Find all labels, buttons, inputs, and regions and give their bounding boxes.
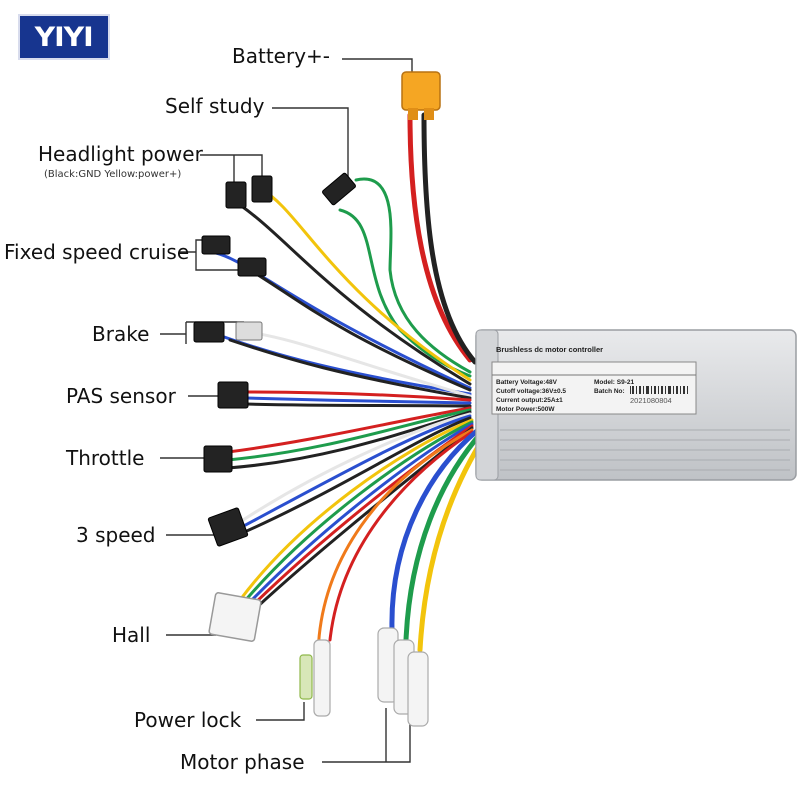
wire-pas-red	[244, 390, 472, 402]
controller-text: Brushless dc motor controller Battery Vo…	[496, 345, 688, 413]
wire-throttle-green	[226, 408, 472, 462]
wire-phase-blue	[389, 427, 481, 633]
label-motor-phase: Motor phase	[180, 750, 305, 774]
wire-self-study-green	[354, 177, 472, 374]
wire-3speed-white	[238, 412, 472, 524]
wire-battery-black	[421, 112, 478, 365]
wire-hall-green	[242, 420, 474, 604]
battery-connector	[401, 71, 441, 120]
leader-battery	[342, 58, 413, 72]
controller-batch-number: 2021080804	[630, 396, 672, 405]
wire-cruise-black	[248, 268, 472, 392]
controller-current-output: Current output:25A±1	[496, 397, 563, 404]
connector-3speed	[207, 507, 249, 547]
connector-headlight-black	[225, 181, 247, 209]
wire-hall-black	[254, 426, 474, 610]
connector-brake-a	[193, 321, 225, 343]
hall-connector	[208, 592, 262, 642]
controller-motor-power: Motor Power:500W	[496, 406, 555, 413]
connectors	[193, 172, 356, 547]
label-self-study: Self study	[165, 94, 265, 118]
brand-logo-text: YIYI	[35, 21, 94, 53]
label-battery: Battery+-	[232, 44, 330, 68]
wire-throttle-black	[226, 410, 472, 470]
connector-cruise-b	[237, 257, 267, 277]
label-brake: Brake	[92, 322, 150, 346]
wire-pas-blue	[244, 396, 472, 405]
label-headlight: Headlight power	[38, 142, 203, 166]
connector-self-study	[322, 172, 356, 206]
wire-3speed-blue	[238, 414, 472, 530]
wire-hall-yellow	[238, 418, 474, 602]
brand-logo: YIYI	[18, 14, 110, 60]
leader-lines	[160, 58, 413, 763]
wire-phase-green	[403, 429, 485, 643]
controller-title: Brushless dc motor controller	[496, 345, 603, 354]
wire-power-lock-red	[328, 430, 474, 642]
connector-cruise-a	[201, 235, 231, 255]
label-hall: Hall	[112, 623, 151, 647]
label-pas: PAS sensor	[66, 384, 176, 408]
wire-headlight-black	[238, 203, 472, 386]
wire-brake-white	[246, 330, 472, 398]
wire-phase-yellow	[417, 431, 489, 653]
wire-harness	[208, 112, 489, 657]
controller-fins	[500, 429, 790, 471]
controller-box	[475, 329, 797, 481]
controller-model: Model: S9-21	[594, 379, 634, 386]
wire-3speed-black	[238, 416, 472, 536]
power-lock-terminals	[299, 639, 331, 717]
wire-pas-black	[244, 402, 472, 408]
label-throttle: Throttle	[66, 446, 145, 470]
controller-battery-voltage: Battery Voltage:48V	[496, 379, 558, 386]
barcode	[630, 386, 688, 394]
label-power-lock: Power lock	[134, 708, 242, 732]
label-3speed: 3 speed	[76, 523, 156, 547]
wire-power-lock-orange	[316, 428, 474, 657]
motor-phase-terminals	[377, 627, 429, 727]
label-headlight-note: (Black:GND Yellow:power+)	[44, 169, 182, 180]
controller-cutoff-voltage: Cutoff voltage:36V±0.5	[496, 388, 566, 395]
leader-self-study	[272, 107, 349, 180]
wire-hall-blue	[246, 422, 474, 606]
controller-batch-label: Batch No:	[594, 388, 625, 395]
wire-battery-red	[407, 112, 473, 363]
connector-throttle	[203, 445, 233, 473]
wire-headlight-yellow	[260, 188, 472, 382]
connector-brake-b	[235, 321, 263, 341]
leader-motor-phase	[322, 708, 411, 763]
wire-throttle-red	[226, 406, 472, 454]
label-cruise: Fixed speed cruise	[4, 240, 190, 264]
connector-pas	[217, 381, 249, 409]
leader-power-lock	[256, 702, 305, 721]
wire-brake-black	[228, 338, 472, 400]
connector-headlight-yellow	[251, 175, 273, 203]
